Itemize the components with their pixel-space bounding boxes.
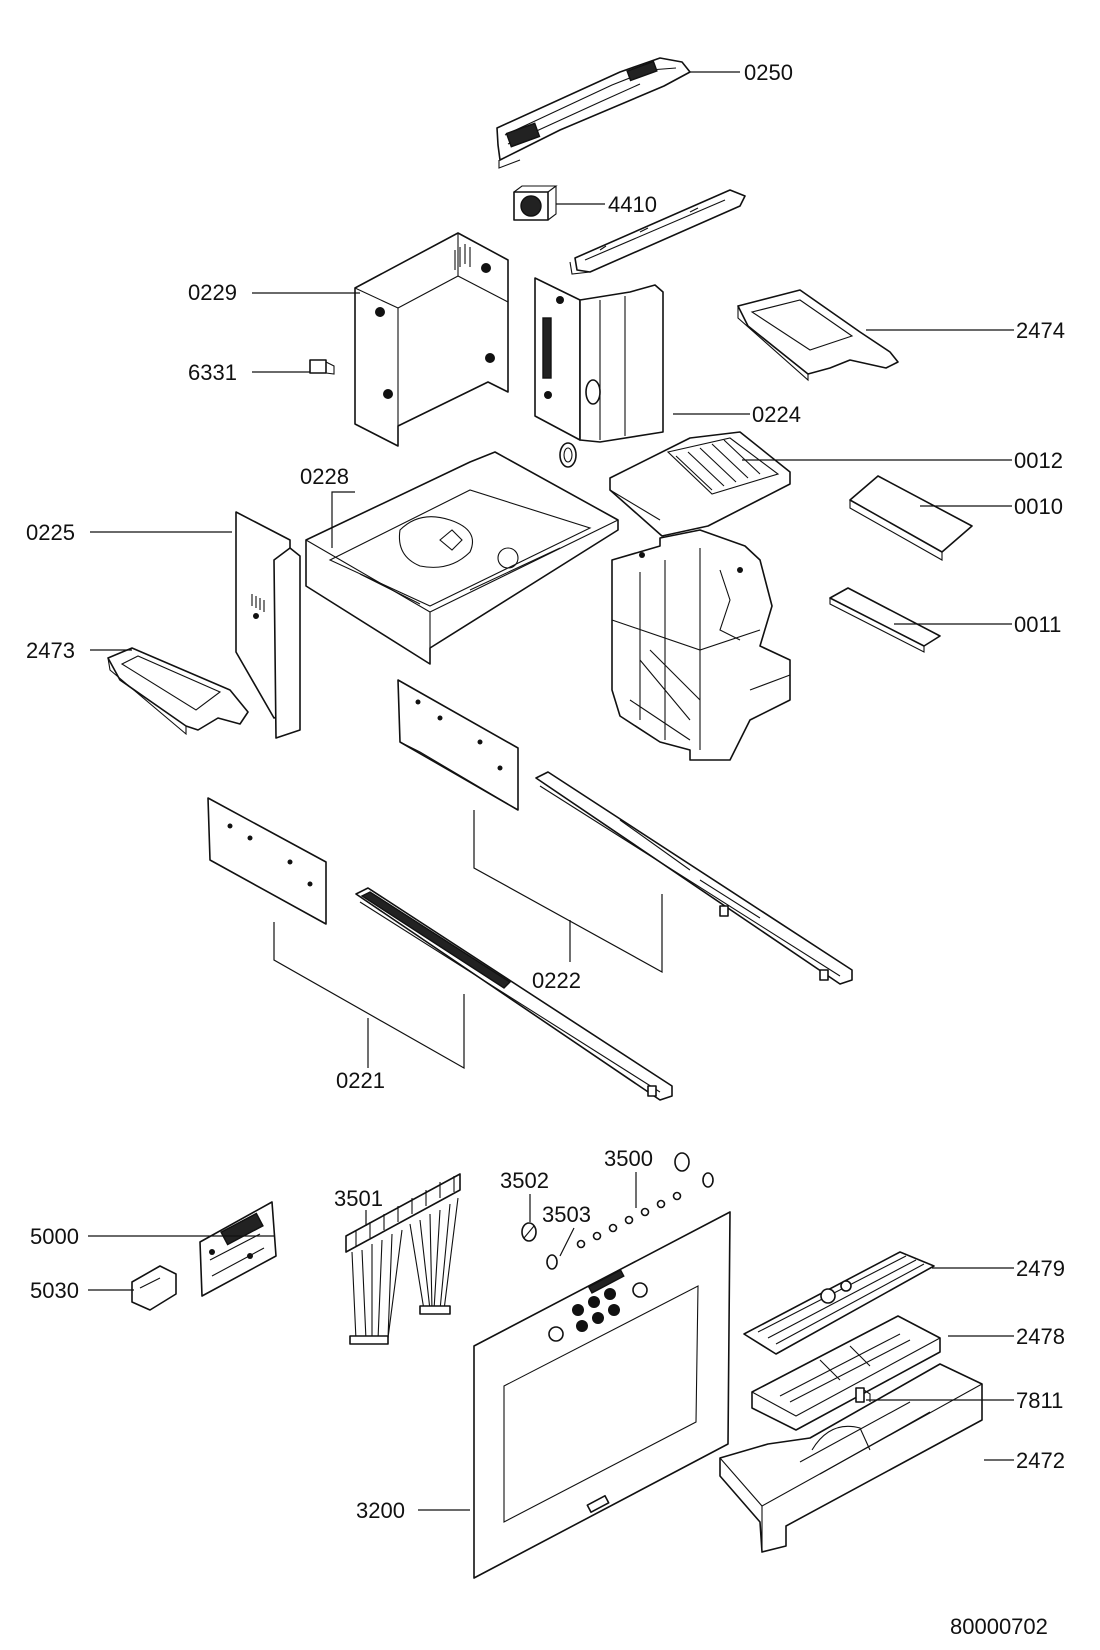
label-0225: 0225 bbox=[26, 520, 75, 545]
part-3501-cable-harness bbox=[345, 1173, 461, 1345]
part-0229-side-panel bbox=[354, 232, 509, 447]
part-0250-top-cover bbox=[496, 57, 691, 169]
part-0225-side-panel bbox=[235, 511, 301, 739]
part-4410-fan bbox=[513, 185, 558, 221]
part-0224-side-panel bbox=[534, 277, 664, 443]
part-labels: 0250 4410 0229 6331 2474 0224 0228 0012 … bbox=[26, 60, 1065, 1639]
label-5000: 5000 bbox=[30, 1224, 79, 1249]
label-6331: 6331 bbox=[188, 360, 237, 385]
label-0012: 0012 bbox=[1014, 448, 1063, 473]
part-0010-cover bbox=[849, 475, 973, 561]
part-3503-ring bbox=[546, 1172, 714, 1270]
label-2478: 2478 bbox=[1016, 1324, 1065, 1349]
label-0250: 0250 bbox=[744, 60, 793, 85]
part-6331-switch bbox=[309, 359, 335, 375]
label-2474: 2474 bbox=[1016, 318, 1065, 343]
part-0228-base-frame bbox=[305, 451, 619, 665]
part-2473-drip-tray bbox=[107, 647, 249, 736]
label-5030: 5030 bbox=[30, 1278, 79, 1303]
part-upper-bracket bbox=[569, 189, 746, 275]
label-7811: 7811 bbox=[1016, 1388, 1063, 1413]
part-2474-drip-tray bbox=[737, 289, 899, 382]
label-0010: 0010 bbox=[1014, 494, 1063, 519]
label-0228: 0228 bbox=[300, 464, 349, 489]
part-2472-drip-tray-base bbox=[719, 1363, 983, 1553]
part-3500-buttons bbox=[576, 1191, 682, 1249]
label-2479: 2479 bbox=[1016, 1256, 1065, 1281]
part-brewing-housing bbox=[611, 529, 791, 761]
label-0222: 0222 bbox=[532, 968, 581, 993]
label-3502: 3502 bbox=[500, 1168, 549, 1193]
part-seal-ring bbox=[559, 442, 577, 468]
part-0012-lid bbox=[609, 431, 791, 537]
part-7811-clip bbox=[855, 1387, 871, 1403]
part-5000-control-board bbox=[199, 1201, 277, 1297]
label-4410: 4410 bbox=[608, 192, 657, 217]
label-3501: 3501 bbox=[334, 1186, 383, 1211]
label-2473: 2473 bbox=[26, 638, 75, 663]
part-5030-board bbox=[131, 1265, 177, 1311]
part-3200-front-panel bbox=[473, 1211, 731, 1579]
part-2479-drip-grid bbox=[743, 1251, 935, 1355]
part-0011-plate bbox=[829, 587, 941, 653]
label-0011: 0011 bbox=[1014, 612, 1061, 637]
label-0221: 0221 bbox=[336, 1068, 385, 1093]
label-3500: 3500 bbox=[604, 1146, 653, 1171]
label-3503: 3503 bbox=[542, 1202, 591, 1227]
leader-lines bbox=[88, 71, 1014, 1511]
part-0222-panel-and-rail bbox=[397, 679, 853, 985]
part-0221-panel-and-rail bbox=[207, 797, 673, 1101]
part-2478-tray-insert bbox=[751, 1315, 941, 1431]
drawing-number: 80000702 bbox=[950, 1614, 1048, 1639]
label-3200: 3200 bbox=[356, 1498, 405, 1523]
label-0224: 0224 bbox=[752, 402, 801, 427]
label-2472: 2472 bbox=[1016, 1448, 1065, 1473]
part-3502-knob bbox=[521, 1152, 690, 1242]
label-0229: 0229 bbox=[188, 280, 237, 305]
